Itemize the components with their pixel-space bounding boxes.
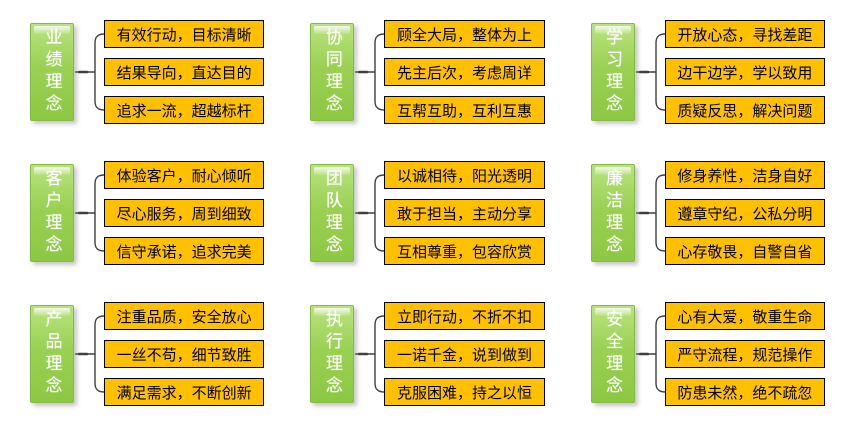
concept-group-product: 产品理念 注重品质，安全放心 一丝不苟，细节致胜 满足需求，不断创新 <box>30 302 265 406</box>
concept-item: 边干边学，学以致用 <box>664 58 825 86</box>
concept-group-collaboration: 协同理念 顾全大局，整体为上 先主后次，考虑周详 互帮互助，互利互惠 <box>310 20 545 124</box>
bracket-connector-icon <box>635 174 665 252</box>
concept-item: 一丝不苟，细节致胜 <box>104 340 265 368</box>
concept-group-performance: 业绩理念 有效行动，目标清晰 结果导向，直达目的 追求一流，超越标杆 <box>30 20 265 124</box>
concept-label: 客户理念 <box>30 164 74 262</box>
concept-items: 有效行动，目标清晰 结果导向，直达目的 追求一流，超越标杆 <box>104 20 265 124</box>
concept-group-integrity: 廉洁理念 修身养性，洁身自好 遵章守纪，公私分明 心存敬畏，自警自省 <box>590 161 825 265</box>
concept-label: 产品理念 <box>30 305 74 403</box>
concept-label: 业绩理念 <box>30 23 74 121</box>
concept-item: 满足需求，不断创新 <box>104 378 265 406</box>
concept-items: 心有大爱，敬重生命 严守流程，规范操作 防患未然，绝不疏忽 <box>664 302 825 406</box>
concept-group-customer: 客户理念 体验客户，耐心倾听 尽心服务，周到细致 信守承诺，追求完美 <box>30 161 265 265</box>
concept-label: 廉洁理念 <box>590 164 635 262</box>
concept-item: 一诺千金，说到做到 <box>384 340 545 368</box>
concept-items: 注重品质，安全放心 一丝不苟，细节致胜 满足需求，不断创新 <box>104 302 265 406</box>
bracket-connector-icon <box>635 315 665 393</box>
bracket-connector-icon <box>355 33 385 111</box>
concept-item: 互相尊重，包容欣赏 <box>384 237 545 265</box>
concept-item: 敢于担当，主动分享 <box>384 199 545 227</box>
concept-item: 克服困难，持之以恒 <box>384 378 545 406</box>
concept-item: 体验客户，耐心倾听 <box>104 161 265 189</box>
concept-group-learning: 学习理念 开放心态，寻找差距 边干边学，学以致用 质疑反思，解决问题 <box>590 20 825 124</box>
concept-item: 开放心态，寻找差距 <box>664 20 825 48</box>
bracket-connector-icon <box>75 315 104 393</box>
concept-items: 开放心态，寻找差距 边干边学，学以致用 质疑反思，解决问题 <box>664 20 825 124</box>
bracket-connector-icon <box>75 174 104 252</box>
concept-item: 有效行动，目标清晰 <box>104 20 265 48</box>
concept-item: 顾全大局，整体为上 <box>384 20 545 48</box>
concept-group-execution: 执行理念 立即行动，不折不扣 一诺千金，说到做到 克服困难，持之以恒 <box>310 302 545 406</box>
concept-items: 修身养性，洁身自好 遵章守纪，公私分明 心存敬畏，自警自省 <box>664 161 825 265</box>
concept-item: 质疑反思，解决问题 <box>664 96 825 124</box>
concept-item: 追求一流，超越标杆 <box>104 96 265 124</box>
concept-items: 体验客户，耐心倾听 尽心服务，周到细致 信守承诺，追求完美 <box>104 161 265 265</box>
concept-item: 严守流程，规范操作 <box>664 340 825 368</box>
concept-items: 以诚相待，阳光透明 敢于担当，主动分享 互相尊重，包容欣赏 <box>384 161 545 265</box>
concept-label: 执行理念 <box>310 305 355 403</box>
concept-item: 遵章守纪，公私分明 <box>664 199 825 227</box>
concept-item: 心存敬畏，自警自省 <box>664 237 825 265</box>
concept-item: 互帮互助，互利互惠 <box>384 96 545 124</box>
concept-item: 修身养性，洁身自好 <box>664 161 825 189</box>
concept-item: 结果导向，直达目的 <box>104 58 265 86</box>
concept-item: 立即行动，不折不扣 <box>384 302 545 330</box>
concept-label: 协同理念 <box>310 23 355 121</box>
concept-item: 尽心服务，周到细致 <box>104 199 265 227</box>
concept-label: 团队理念 <box>310 164 355 262</box>
concept-item: 信守承诺，追求完美 <box>104 237 265 265</box>
bracket-connector-icon <box>635 33 665 111</box>
concept-items: 顾全大局，整体为上 先主后次，考虑周详 互帮互助，互利互惠 <box>384 20 545 124</box>
concept-item: 注重品质，安全放心 <box>104 302 265 330</box>
concept-items: 立即行动，不折不扣 一诺千金，说到做到 克服困难，持之以恒 <box>384 302 545 406</box>
concept-group-safety: 安全理念 心有大爱，敬重生命 严守流程，规范操作 防患未然，绝不疏忽 <box>590 302 825 406</box>
bracket-connector-icon <box>75 33 104 111</box>
concept-group-team: 团队理念 以诚相待，阳光透明 敢于担当，主动分享 互相尊重，包容欣赏 <box>310 161 545 265</box>
bracket-connector-icon <box>355 315 385 393</box>
bracket-connector-icon <box>355 174 385 252</box>
concept-item: 先主后次，考虑周详 <box>384 58 545 86</box>
concept-label: 安全理念 <box>590 305 635 403</box>
concept-item: 防患未然，绝不疏忽 <box>664 378 825 406</box>
concept-item: 心有大爱，敬重生命 <box>664 302 825 330</box>
concept-label: 学习理念 <box>590 23 635 121</box>
concept-item: 以诚相待，阳光透明 <box>384 161 545 189</box>
